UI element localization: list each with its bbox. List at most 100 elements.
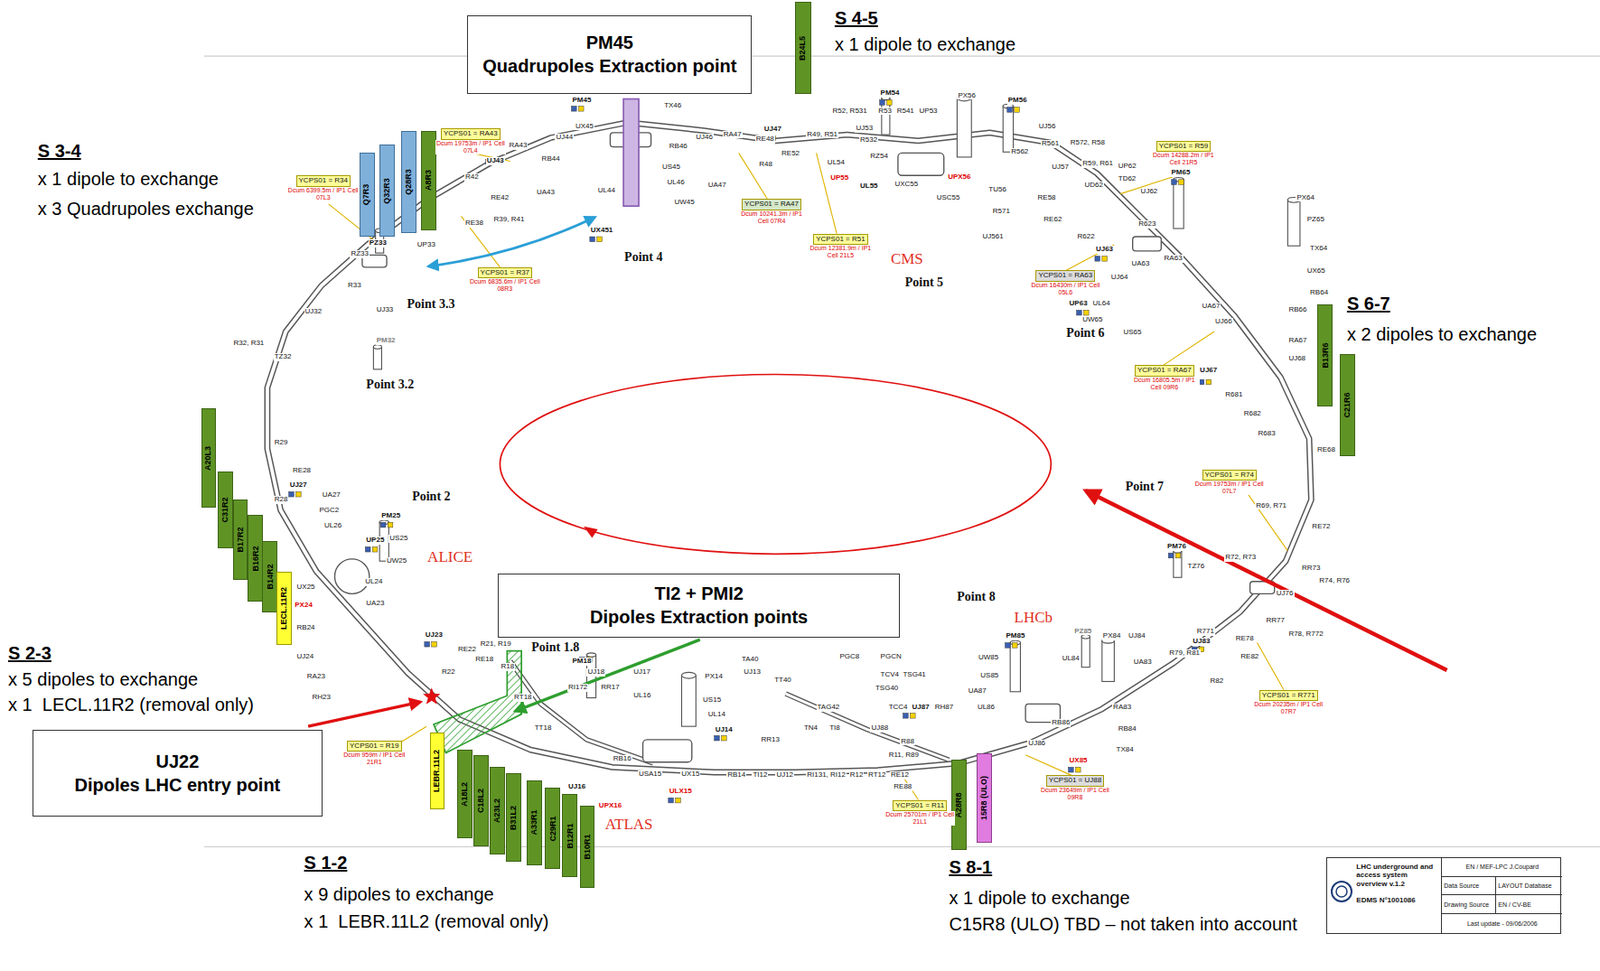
survey-point-name: YCPS01 = RA43	[443, 129, 498, 138]
magnet-name: B24L5	[798, 36, 807, 61]
tunnel-label: UJ44	[554, 133, 574, 142]
title-table-cell: Last update - 09/06/2006	[1441, 920, 1563, 927]
magnet-bar: A28R8	[951, 759, 967, 850]
survey-point-name: YCPS01 = R19	[349, 741, 399, 750]
magnet-bar: B17R2	[233, 499, 249, 580]
tunnel-label: TSG40	[874, 684, 899, 693]
tunnel-label: TI12	[751, 771, 768, 780]
access-marker	[1178, 179, 1185, 186]
tunnel-label: RB64	[1309, 289, 1329, 298]
tunnel-label: R33	[346, 281, 363, 291]
tunnel-label: PZ65	[1306, 215, 1326, 225]
logo	[1329, 879, 1354, 904]
point-name: Point 5	[904, 275, 945, 290]
sector-note: x 3 Quadrupoles exchange	[37, 198, 254, 219]
tunnel-label: UL64	[1092, 299, 1112, 309]
point-name: Point 3.2	[364, 377, 415, 392]
tunnel-label: RE88	[892, 783, 913, 792]
access-marker	[387, 522, 393, 528]
callout-text: Quadrupoles Extraction point	[482, 54, 737, 78]
access-marker	[1168, 552, 1174, 559]
tunnel-label: RA43	[507, 141, 528, 150]
survey-point-tag: YCPS01 = R37Dcum 6835.6m / IP1 Cell 08R3	[477, 267, 533, 279]
magnet-bar: C31R2	[217, 471, 234, 549]
tunnel-label: UL84	[1061, 654, 1081, 664]
survey-leader-line	[1256, 643, 1283, 691]
callout-text: Dipoles Extraction points	[589, 605, 808, 629]
tunnel-label: TT40	[773, 676, 793, 685]
tunnel-label: TN4	[803, 724, 819, 733]
magnet-bar: C18L2	[473, 755, 489, 848]
survey-position: Dcum 16805.5m / IP1 Cell 09R6	[1129, 376, 1200, 392]
title-block-text: EDMS N°1001086	[1356, 896, 1438, 906]
shaft-label: UJ47	[763, 125, 783, 134]
tunnel-label: TX46	[663, 102, 683, 111]
sector-note: x 9 dipoles to exchange	[304, 884, 495, 905]
tunnel-label: UJ66	[1214, 318, 1234, 327]
survey-leader-line	[739, 152, 768, 199]
shaft	[586, 653, 596, 658]
tunnel-label: R623	[1137, 220, 1157, 229]
shaft	[1287, 199, 1301, 246]
shaft-label: UJ16	[567, 783, 587, 792]
cavern	[898, 152, 945, 176]
callout-title: TI2 + PMI2	[654, 581, 743, 606]
survey-point-tag: YCPS01 = R19Dcum 959m / IP1 Cell 21R1	[346, 740, 402, 752]
magnet-name: 15R8 (ULO)	[980, 776, 989, 821]
magnet-bar: A18L2	[457, 749, 473, 839]
tunnel-label: UJ18	[586, 668, 606, 677]
tunnel-label: R682	[1243, 410, 1263, 419]
title-block-text: Last update - 09/06/2006	[1467, 920, 1538, 927]
access-marker	[1102, 255, 1108, 262]
tunnel-label: US65	[1122, 328, 1142, 337]
access-marker	[296, 491, 302, 497]
tunnel-label: UP62	[1117, 162, 1138, 171]
experiment-name: ATLAS	[604, 816, 655, 834]
survey-point-tag: YCPS01 = R34Dcum 6399.5m / IP1 Cell 07L3	[296, 175, 351, 187]
tunnel-label: R49, R51	[805, 130, 839, 140]
extraction-zone	[433, 651, 522, 754]
shaft	[1102, 640, 1115, 682]
tunnel-label: RT12	[867, 771, 887, 780]
survey-point-name: YCPS01 = RA67	[1137, 365, 1192, 375]
sector-note: x 5 dipoles to exchange	[8, 669, 198, 690]
point-name: Point 6	[1065, 326, 1105, 340]
title-table: EN / MEF-LPC J.CoupardData SourceLAYOUT …	[1440, 858, 1563, 934]
tunnel-label: UX15	[680, 770, 701, 779]
tunnel-label: UW25	[385, 557, 408, 566]
tunnel-label: TSG41	[901, 671, 927, 680]
tunnel-label: R74, R76	[1318, 577, 1351, 586]
survey-leader-line	[400, 726, 427, 743]
tunnel-label: UJ13	[742, 668, 762, 677]
tunnel-label: UL14	[707, 711, 727, 720]
survey-point-name: YCPS01 = RA63	[1038, 271, 1093, 280]
tunnel-label: R541	[896, 107, 916, 116]
tunnel	[267, 122, 1311, 773]
tunnel-label: RE82	[1239, 653, 1260, 662]
magnet-name: C29R1	[548, 815, 557, 842]
shaft-label: UJ63	[1094, 245, 1114, 254]
survey-point-name: YCPS01 = R51	[815, 234, 865, 244]
access-marker	[1007, 107, 1013, 113]
sector-heading: S 6-7	[1347, 293, 1391, 314]
magnet-name: B13R6	[1320, 342, 1329, 368]
survey-position: Dcum 14288.2m / IP1 Cell 21R5	[1148, 151, 1219, 167]
magnet-name: Q7R3	[363, 184, 372, 206]
tunnel-label: USC55	[935, 194, 962, 203]
title-column: LHC underground and access system overvi…	[1356, 862, 1438, 905]
magnet-bar: B24L5	[795, 1, 812, 94]
access-marker	[1175, 552, 1181, 559]
magnet-bar: B12R1	[561, 794, 578, 879]
magnet-name: Q32R3	[383, 177, 392, 205]
tunnel-label: RB24	[296, 624, 317, 633]
shaft	[1173, 179, 1184, 229]
tunnel-label: R11, R89	[888, 751, 920, 760]
tunnel-label: R78, R772	[1287, 630, 1324, 639]
magnet-name: C18L2	[477, 788, 486, 814]
survey-point-name: YCPS01 = R37	[480, 268, 530, 277]
shaft-label: UJ87	[911, 703, 931, 712]
access-marker	[578, 105, 584, 112]
survey-position: Dcum 19753m / IP1 Cell 07L4	[435, 140, 506, 155]
tunnel-label: RT18	[513, 693, 533, 702]
shaft-label: UL55	[859, 182, 880, 191]
